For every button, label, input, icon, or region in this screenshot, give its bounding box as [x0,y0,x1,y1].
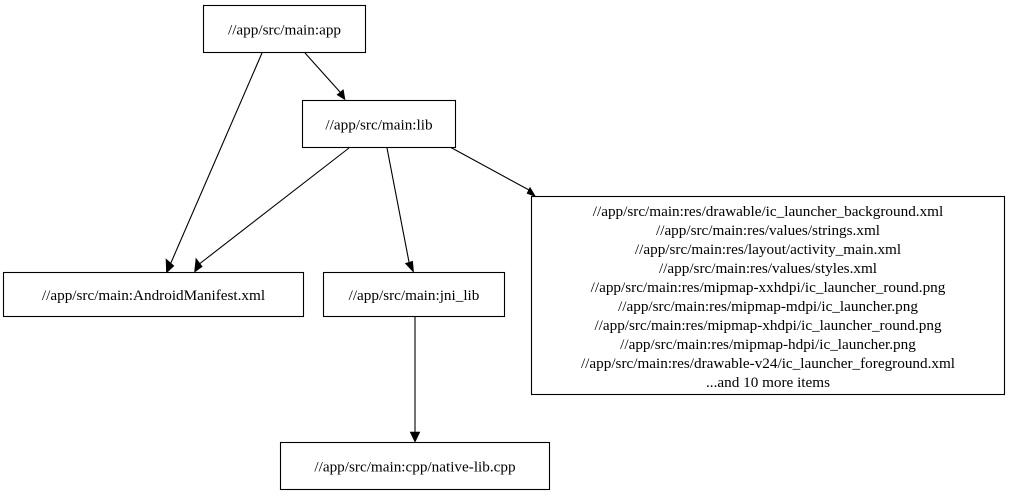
arrow-head-lib-to-resources [526,186,537,198]
arrow-head-lib-to-manifest [194,257,203,273]
node-label-app: //app/src/main:app [228,22,341,39]
edge-lib-to-manifest [194,147,350,273]
arrow-head-lib-to-jni-lib [404,260,414,274]
node-label-jni-lib: //app/src/main:jni_lib [349,287,480,304]
arrow-head-app-to-manifest [165,258,175,274]
edge-line-lib-to-manifest [197,147,350,266]
node-label-resources-line-7: //app/src/main:res/mipmap-xhdpi/ic_launc… [594,317,942,334]
node-label-resources-line-5: //app/src/main:res/mipmap-xxhdpi/ic_laun… [591,279,946,296]
node-label-native-lib: //app/src/main:cpp/native-lib.cpp [314,459,515,476]
node-label-resources-line-9: //app/src/main:res/drawable-v24/ic_launc… [581,355,955,372]
node-app[interactable]: //app/src/main:app [202,4,367,54]
node-jni-lib[interactable]: //app/src/main:jni_lib [322,271,506,318]
node-lib[interactable]: //app/src/main:lib [301,99,457,149]
node-manifest[interactable]: //app/src/main:AndroidManifest.xml [2,271,305,318]
edge-lib-to-resources [449,146,537,198]
node-label-resources-line-2: //app/src/main:res/values/strings.xml [656,222,880,239]
node-box-resources[interactable] [530,195,1006,396]
node-box-jni-lib[interactable] [322,271,506,318]
node-label-resources-line-10: ...and 10 more items [706,374,830,391]
node-box-manifest[interactable] [2,271,305,318]
node-box-native-lib[interactable] [279,441,551,491]
edge-line-app-to-lib [304,52,341,93]
arrow-head-jni-lib-to-native-lib [409,431,421,443]
edge-app-to-lib [304,52,346,101]
node-label-resources-line-4: //app/src/main:res/values/styles.xml [659,260,877,277]
edge-app-to-manifest [165,52,263,274]
node-resources[interactable]: //app/src/main:res/drawable/ic_launcher_… [530,195,1006,396]
edge-lib-to-jni-lib [386,147,414,274]
edge-line-app-to-manifest [169,52,263,266]
node-label-resources-line-8: //app/src/main:res/mipmap-hdpi/ic_launch… [620,336,916,353]
edge-jni-lib-to-native-lib [409,317,421,443]
node-native-lib[interactable]: //app/src/main:cpp/native-lib.cpp [279,441,551,491]
node-label-resources-line-1: //app/src/main:res/drawable/ic_launcher_… [593,203,943,220]
node-label-resources-line-3: //app/src/main:res/layout/activity_main.… [635,241,901,258]
node-box-lib[interactable] [301,99,457,149]
node-label-lib: //app/src/main:lib [325,117,433,134]
node-box-app[interactable] [202,4,367,54]
node-label-resources-line-6: //app/src/main:res/mipmap-mdpi/ic_launch… [618,298,918,315]
node-label-manifest: //app/src/main:AndroidManifest.xml [42,287,265,304]
edge-line-lib-to-resources [449,146,530,191]
arrow-head-app-to-lib [336,89,346,101]
edge-line-lib-to-jni-lib [386,147,410,263]
